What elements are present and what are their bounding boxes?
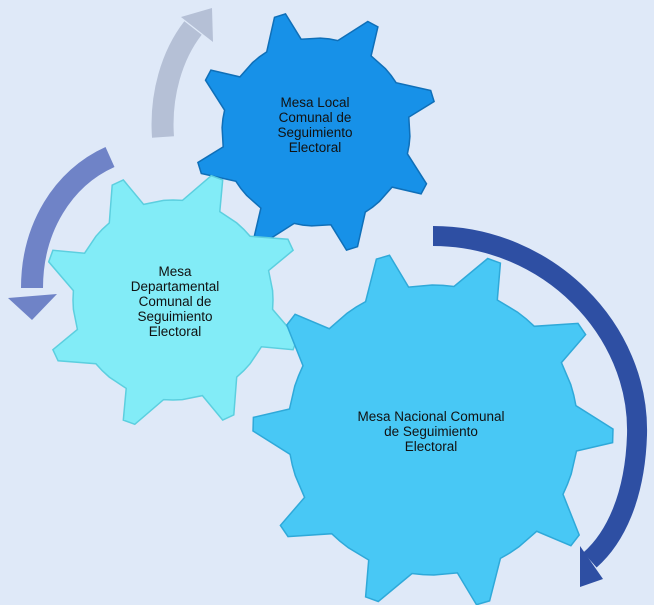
cycle-arrow-nacional: [432, 226, 648, 568]
label-line: Mesa: [158, 264, 192, 279]
label-mesa-departamental: Mesa Departamental Comunal de Seguimient…: [100, 264, 250, 339]
cycle-arrow-departamental-head: [8, 294, 57, 320]
cycle-arrow-nacional-head: [580, 546, 603, 587]
label-line: Seguimiento: [137, 309, 213, 324]
cycle-arrow-local-head: [181, 8, 213, 42]
label-line: Comunal de: [138, 294, 212, 309]
gear-mesa-local: [197, 13, 435, 251]
label-line: Comunal de: [278, 110, 352, 125]
gear-mesa-departamental: [47, 174, 299, 426]
label-line: Seguimiento: [277, 125, 353, 140]
label-mesa-nacional: Mesa Nacional Comunal de Seguimiento Ele…: [331, 409, 531, 454]
label-line: Electoral: [288, 140, 342, 155]
label-mesa-local: Mesa Local Comunal de Seguimiento Electo…: [250, 95, 380, 155]
label-line: de Seguimiento: [384, 424, 478, 439]
label-line: Mesa Nacional Comunal: [357, 409, 505, 424]
cycle-arrow-local: [151, 21, 202, 138]
gear-mesa-nacional: [252, 254, 614, 605]
label-line: Electoral: [404, 439, 458, 454]
label-line: Mesa Local: [280, 95, 350, 110]
label-line: Electoral: [148, 324, 202, 339]
cycle-arrow-departamental: [21, 146, 115, 289]
label-line: Departamental: [130, 279, 220, 294]
